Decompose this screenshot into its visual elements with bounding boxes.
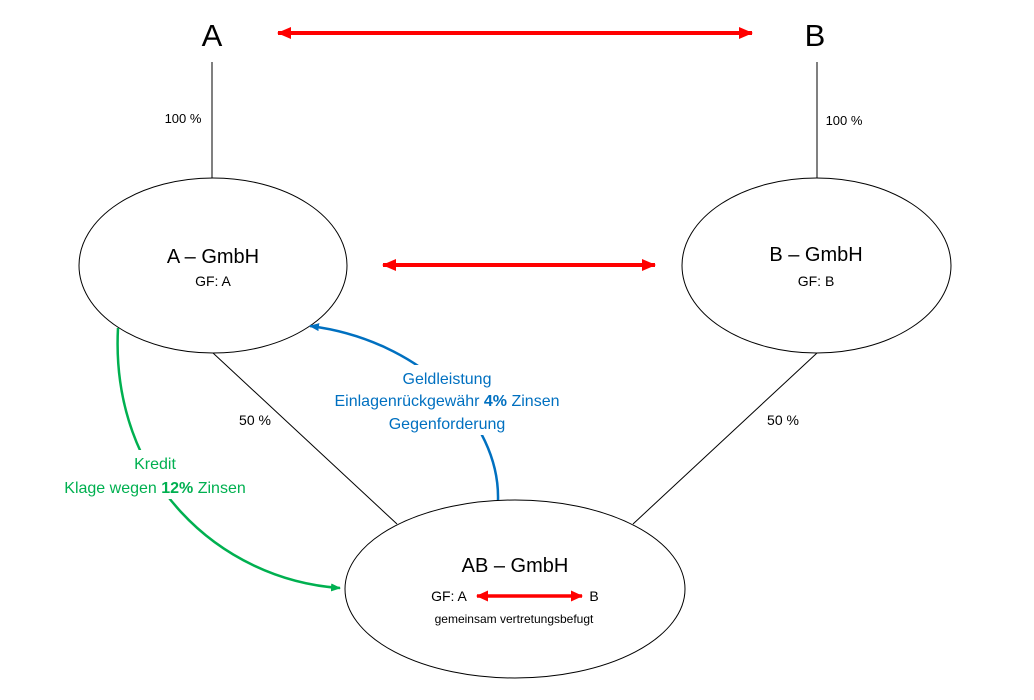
ownership-line-b-gmbh-to-ab-gmbh [632, 352, 818, 525]
credit-claim-arrow [116, 327, 341, 592]
ab-gmbh-ellipse [344, 499, 686, 679]
a-gmbh-ellipse [78, 177, 348, 354]
b-gmbh-gf: GF: B [798, 273, 835, 289]
ab-gmbh-name: AB – GmbH [462, 555, 569, 577]
person-b-label: B [805, 18, 826, 53]
counter-label-line2-pre: Einlagenrückgewähr [334, 393, 483, 410]
ownership-pct-b-gmbh: 50 % [767, 412, 799, 428]
ab-gmbh-gf-left: GF: A [431, 588, 467, 604]
a-gmbh-gf: GF: A [195, 273, 231, 289]
ownership-pct-a: 100 % [165, 111, 202, 126]
credit-label-line2-post: Zinsen [193, 480, 245, 497]
ab-gmbh-gf-right: B [589, 588, 598, 604]
credit-label-line2: Klage wegen 12% Zinsen [64, 480, 245, 497]
a-gmbh-node: A – GmbH GF: A [78, 177, 348, 354]
ownership-pct-a-gmbh: 50 % [239, 412, 271, 428]
person-a-label: A [202, 18, 223, 53]
b-gmbh-ellipse [681, 177, 952, 354]
counter-label-interest-rate: 4% [484, 393, 507, 410]
a-gmbh-name: A – GmbH [167, 246, 259, 268]
counter-label-line1: Geldleistung [403, 371, 492, 388]
counter-label-line2: Einlagenrückgewähr 4% Zinsen [334, 393, 559, 410]
credit-label-line1: Kredit [134, 456, 176, 473]
ab-gmbh-node: AB – GmbH GF: A B gemeinsam vertretungsb… [344, 499, 686, 679]
counter-label-line2-post: Zinsen [507, 393, 559, 410]
credit-label-interest-rate: 12% [161, 480, 193, 497]
ownership-line-a-gmbh-to-ab-gmbh [212, 352, 398, 525]
ownership-pct-b: 100 % [826, 113, 863, 128]
ab-gmbh-note: gemeinsam vertretungsbefugt [435, 612, 594, 626]
b-gmbh-name: B – GmbH [769, 244, 862, 266]
counter-label-background [325, 365, 570, 435]
b-gmbh-node: B – GmbH GF: B [681, 177, 952, 354]
credit-label-line2-pre: Klage wegen [64, 480, 161, 497]
counter-label-line3: Gegenforderung [389, 416, 506, 433]
credit-label-background [58, 450, 252, 499]
